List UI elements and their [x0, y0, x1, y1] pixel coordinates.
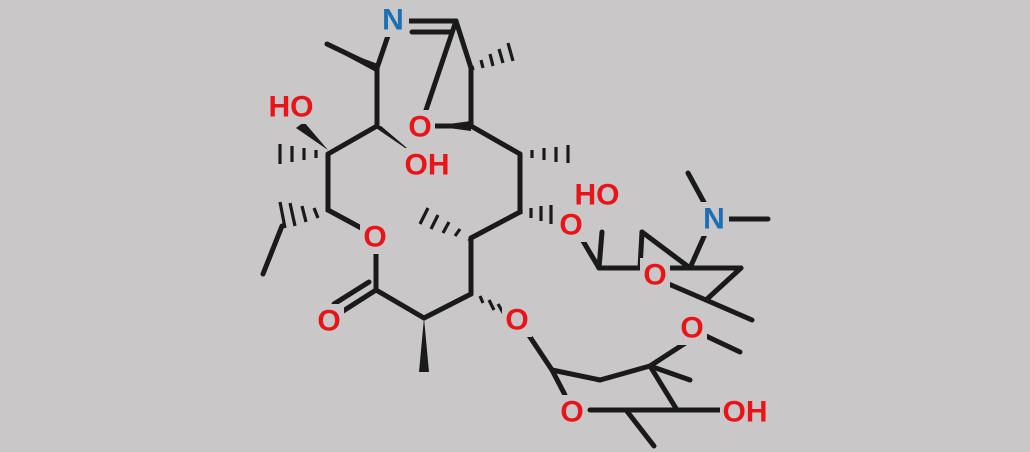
oxygen-atom: O [405, 110, 435, 144]
bond-line [647, 363, 680, 413]
bond-line [453, 18, 474, 71]
bond-line [639, 229, 693, 271]
wedge-bond [419, 318, 429, 372]
svg-text:OH: OH [405, 149, 450, 182]
svg-text:HO: HO [269, 91, 314, 124]
oxygen-atom: O [360, 220, 390, 254]
hydroxyl-group: OH [720, 395, 770, 429]
svg-text:O: O [505, 304, 528, 337]
nitrogen-atom: N [699, 202, 729, 236]
wedge-bond [324, 44, 378, 72]
svg-text:O: O [560, 396, 583, 429]
hash-bond [418, 207, 473, 242]
svg-text:N: N [703, 203, 725, 236]
wedge-bond [434, 121, 471, 131]
wedge-bond [373, 126, 414, 154]
atom-label-layer: N O HO OH O O [266, 3, 770, 429]
oxygen-atom: O [557, 395, 587, 429]
bond-line [687, 229, 709, 271]
hydroxyl-group: HO [572, 178, 622, 212]
hash-bond [469, 292, 507, 317]
svg-text:O: O [408, 111, 431, 144]
svg-text:N: N [382, 4, 404, 37]
bond-double-line [331, 279, 372, 307]
svg-text:O: O [680, 312, 703, 345]
bond-layer [260, 18, 771, 449]
hash-bond [519, 205, 553, 224]
bond-line [468, 123, 523, 157]
bond-line [525, 331, 555, 373]
bond-line [661, 279, 709, 303]
oxygen-atom: O [556, 208, 586, 242]
bond-line [703, 333, 743, 355]
hash-bond [518, 145, 570, 163]
svg-text:O: O [559, 209, 582, 242]
svg-text:OH: OH [723, 396, 768, 429]
carbonyl-oxygen: O [314, 304, 344, 338]
svg-text:O: O [317, 305, 340, 338]
wedge-bond [296, 122, 328, 150]
bond-line [647, 363, 693, 383]
bond-line [260, 223, 285, 277]
bond-line [421, 18, 459, 119]
methoxy-oxygen: O [677, 311, 707, 345]
bond-line [549, 367, 568, 398]
nitrogen-atom: N [379, 3, 409, 37]
bond-line [703, 297, 755, 323]
oxygen-atom: O [640, 258, 670, 292]
hash-bond [278, 144, 330, 164]
hash-bond [278, 201, 331, 229]
hash-bond-layer [278, 42, 570, 317]
bond-line [325, 123, 380, 157]
hydroxyl-group: OH [402, 148, 452, 182]
hydroxyl-group: HO [266, 90, 316, 124]
bond-line [421, 291, 474, 321]
bond-line [337, 287, 379, 316]
bond-line [468, 209, 523, 241]
bond-line [703, 265, 744, 303]
hash-bond [470, 42, 515, 71]
svg-text:O: O [363, 221, 386, 254]
svg-text:O: O [643, 259, 666, 292]
svg-text:HO: HO [575, 179, 620, 212]
bond-line [623, 407, 657, 449]
bond-line [596, 229, 605, 271]
bond-line [685, 170, 709, 209]
bond-line [549, 367, 603, 383]
bond-line [373, 287, 427, 321]
wedge-bond-layer [296, 44, 471, 372]
oxygen-atom: O [502, 303, 532, 337]
bond-line [597, 363, 653, 383]
